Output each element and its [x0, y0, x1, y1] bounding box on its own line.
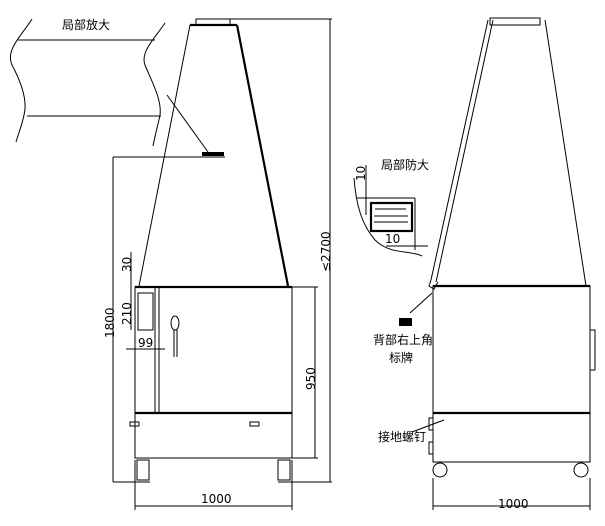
dim-210: 210 — [120, 302, 134, 325]
slot — [129, 421, 140, 427]
nameplate-location-label: 背部右上角 — [373, 332, 433, 347]
side-view: 背部右上角 标牌 接地螺钉 1000 — [373, 17, 596, 511]
cabinet-body-side — [432, 285, 591, 463]
ground-screw-label: 接地螺钉 — [378, 429, 426, 444]
nameplate-icon — [399, 318, 412, 326]
front-dimensions: 1800 30 210 99 950 ≤2700 1000 — [103, 18, 333, 510]
dim-detail-10-vertical: 10 — [354, 166, 368, 181]
dim-side-width: 1000 — [498, 497, 529, 511]
detail-label-right: 局部防大 — [381, 157, 429, 172]
dim-max-height: ≤2700 — [319, 231, 333, 272]
detail-callout-right: 局部防大 10 10 — [353, 157, 429, 257]
dim-99: 99 — [138, 336, 153, 350]
caster-wheel-icon — [432, 462, 448, 478]
door-handle-icon — [170, 315, 180, 331]
slot — [249, 421, 260, 427]
cone-left-edge — [138, 24, 191, 287]
caster-wheel-icon — [573, 462, 589, 478]
front-view — [129, 18, 293, 481]
detail-callout-left: 局部放大 — [9, 17, 224, 156]
nameplate-detail — [369, 201, 414, 233]
dim-detail-10-horizontal: 10 — [385, 232, 400, 246]
leader-line — [411, 419, 445, 433]
caster-wheel-icon — [277, 459, 291, 481]
control-panel — [137, 292, 154, 331]
dim-front-width: 1000 — [201, 492, 232, 506]
side-handle — [589, 329, 596, 371]
dim-950: 950 — [304, 367, 318, 390]
caster-wheel-icon — [136, 459, 150, 481]
dim-1800: 1800 — [103, 307, 117, 338]
exhaust-cap — [489, 17, 541, 26]
cone-right-edge — [235, 24, 290, 287]
nameplate-icon — [202, 152, 224, 156]
dim-30: 30 — [120, 257, 134, 272]
leader-line — [166, 94, 209, 153]
leader-line — [409, 292, 433, 314]
detail-label-left: 局部放大 — [62, 17, 110, 32]
nameplate-label: 标牌 — [389, 351, 413, 365]
